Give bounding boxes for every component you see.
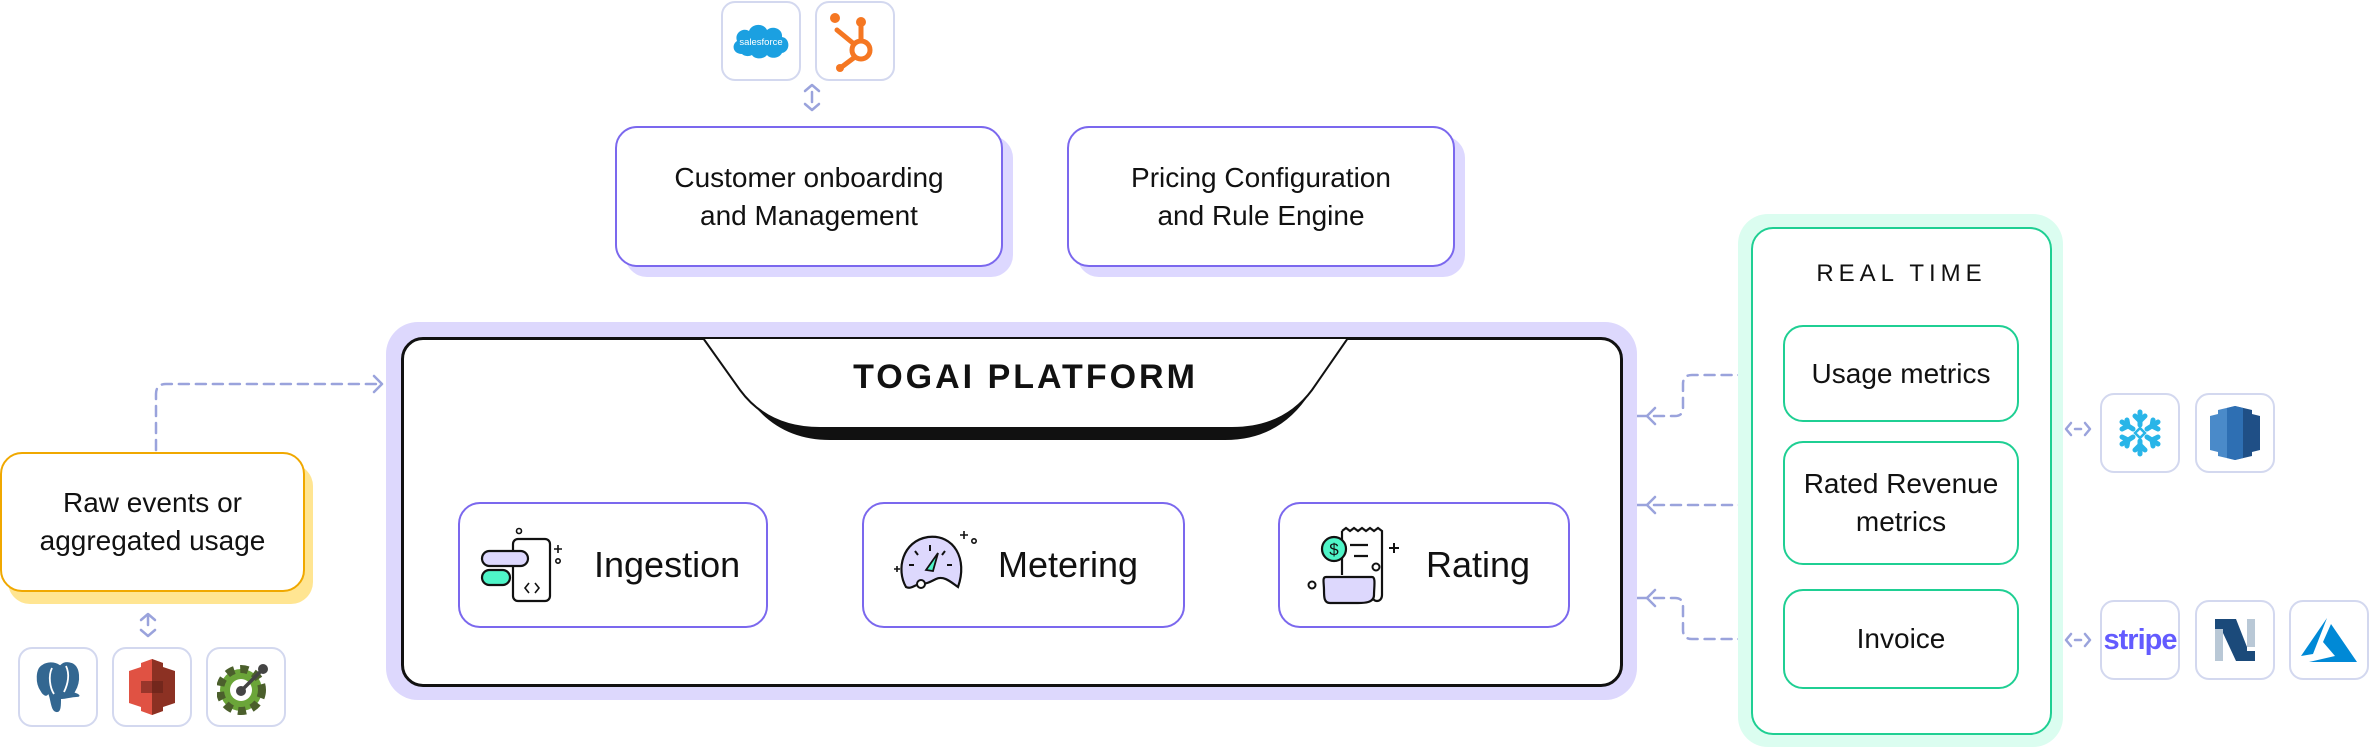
amazon-s3-logo-tile xyxy=(112,647,192,727)
raw-card-line2: aggregated usage xyxy=(39,525,266,556)
hubspot-logo-tile xyxy=(815,1,895,81)
rating-label: Rating xyxy=(1426,544,1531,585)
rated-revenue-card: Rated Revenue metrics xyxy=(1783,441,2019,565)
svg-text:$: $ xyxy=(1329,540,1339,559)
amazon-redshift-icon xyxy=(2210,406,2260,460)
azure-icon xyxy=(2301,618,2357,662)
openapi-icon xyxy=(217,664,268,715)
customer-card-line1: Customer onboarding xyxy=(674,161,944,193)
chevron-left-icon xyxy=(2064,421,2073,437)
chevron-right-icon xyxy=(2083,421,2092,437)
real-time-heading: REAL TIME xyxy=(1816,260,1987,287)
ingestion-module: Ingestion xyxy=(458,502,768,628)
chevron-left-icon xyxy=(1645,406,1657,426)
chevron-left-icon xyxy=(2064,632,2073,648)
metering-label: Metering xyxy=(998,544,1139,585)
chevron-right-icon xyxy=(372,374,384,394)
rating-module: $ Rating xyxy=(1278,502,1570,628)
invoice-label: Invoice xyxy=(1856,623,1946,654)
rated-revenue-line2: metrics xyxy=(1855,506,1947,537)
pricing-configuration-card: Pricing Configuration and Rule Engine xyxy=(1067,126,1455,267)
usage-metrics-card: Usage metrics xyxy=(1783,325,2019,422)
rating-receipt-icon: $ xyxy=(1307,526,1399,605)
amazon-redshift-logo-tile xyxy=(2195,393,2275,473)
chevron-up-icon xyxy=(139,612,157,622)
rated-revenue-line1: Rated Revenue xyxy=(1803,468,1999,499)
snowflake-logo-tile xyxy=(2100,393,2180,473)
amazon-s3-icon xyxy=(129,659,175,715)
chevron-down-icon xyxy=(139,628,157,638)
metering-module: Metering xyxy=(862,502,1185,628)
salesforce-icon: salesforce xyxy=(733,24,789,59)
ingestion-icon xyxy=(480,527,562,603)
invoice-card: Invoice xyxy=(1783,589,2019,689)
usage-metrics-label: Usage metrics xyxy=(1811,357,1991,389)
salesforce-label: salesforce xyxy=(739,37,782,48)
pricing-card-line1: Pricing Configuration xyxy=(1131,161,1391,193)
customer-card-line2: and Management xyxy=(700,199,918,231)
netsuite-logo-tile xyxy=(2195,600,2275,680)
connector-source-platform xyxy=(154,382,382,452)
postgresql-logo-tile xyxy=(18,647,98,727)
postgresql-icon xyxy=(34,660,82,715)
chevron-up-icon xyxy=(803,83,821,93)
chevron-left-icon xyxy=(1645,495,1657,515)
azure-logo-tile xyxy=(2289,600,2369,680)
snowflake-icon xyxy=(2119,409,2161,457)
stripe-label: stripe xyxy=(2103,623,2178,656)
raw-card-line1: Raw events or xyxy=(63,487,242,518)
customer-onboarding-card: Customer onboarding and Management xyxy=(615,126,1003,267)
chevron-right-icon xyxy=(2083,632,2092,648)
platform-title: TOGAI PLATFORM xyxy=(853,358,1198,396)
ingestion-label: Ingestion xyxy=(594,544,741,585)
salesforce-logo-tile: salesforce xyxy=(721,1,801,81)
chevron-down-icon xyxy=(803,102,821,112)
pricing-card-line2: and Rule Engine xyxy=(1157,199,1365,231)
stripe-logo-tile: stripe xyxy=(2100,600,2180,680)
metering-gauge-icon xyxy=(894,531,978,589)
netsuite-icon xyxy=(2215,619,2255,661)
hubspot-icon xyxy=(830,13,873,72)
chevron-left-icon xyxy=(1645,588,1657,608)
openapi-logo-tile xyxy=(206,647,286,727)
raw-events-card: Raw events or aggregated usage xyxy=(0,452,305,592)
